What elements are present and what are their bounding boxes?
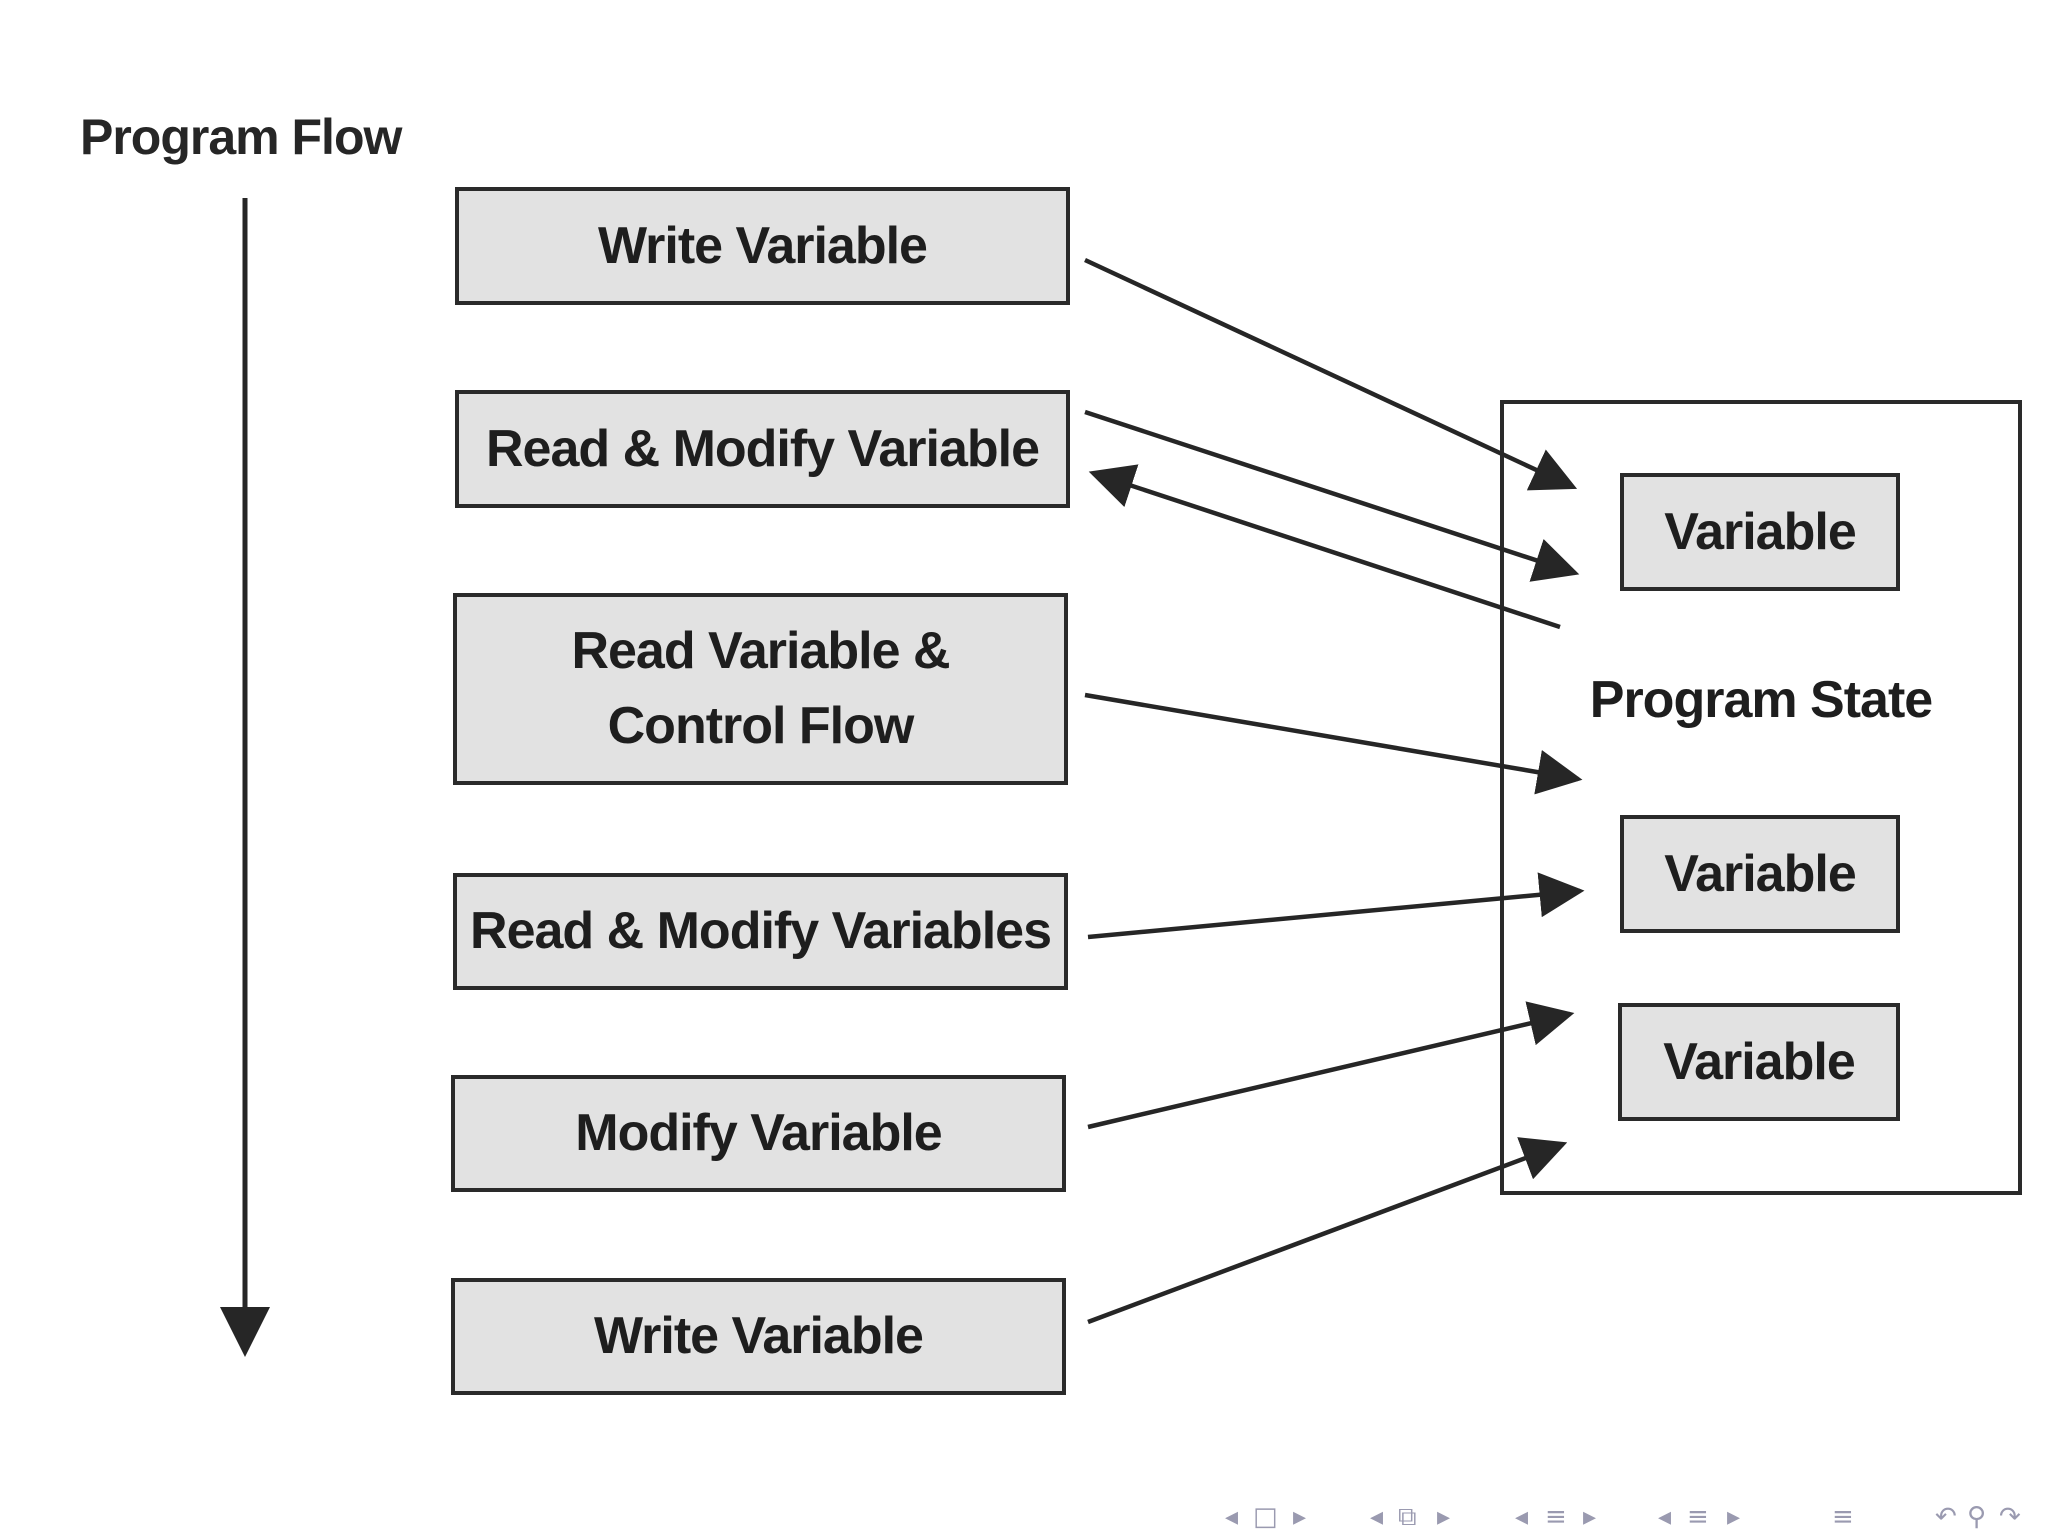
- step-modify-variable: Modify Variable: [451, 1075, 1066, 1192]
- nav-prev-section-icon[interactable]: ◂: [1515, 1502, 1529, 1532]
- step-label: Read & Modify Variables: [470, 902, 1052, 960]
- nav-slide-icon[interactable]: ≡: [1687, 1502, 1709, 1532]
- step-write-variable-1: Write Variable: [455, 187, 1070, 305]
- variable-label: Variable: [1664, 503, 1856, 561]
- nav-undo-icon[interactable]: ↶: [1935, 1502, 1957, 1532]
- arrow-modify-to-variable-2: [1087, 872, 1585, 940]
- step-read-modify-variables: Read & Modify Variables: [453, 873, 1068, 990]
- variable-label: Variable: [1663, 1033, 1855, 1091]
- nav-frame-icon[interactable]: □: [1253, 1502, 1278, 1532]
- state-variable-3: Variable: [1618, 1003, 1900, 1121]
- nav-next-subsection-icon[interactable]: ▸: [1437, 1502, 1451, 1532]
- arrow-write-to-state: [1087, 1137, 1568, 1325]
- nav-search-icon[interactable]: ⚲: [1967, 1502, 1987, 1532]
- nav-redo-icon[interactable]: ↷: [1999, 1502, 2021, 1532]
- nav-prev-frame-icon[interactable]: ◂: [1225, 1502, 1239, 1532]
- program-flow-title: Program Flow: [80, 109, 402, 165]
- program-state-title: Program State: [1589, 671, 1933, 729]
- step-label: Read Variable & Control Flow: [571, 622, 950, 755]
- step-write-variable-2: Write Variable: [451, 1278, 1066, 1395]
- step-read-modify-variable: Read & Modify Variable: [455, 390, 1070, 508]
- step-read-variable-control-flow: Read Variable & Control Flow: [453, 593, 1068, 785]
- step-label: Write Variable: [598, 216, 928, 275]
- nav-next-frame-icon[interactable]: ▸: [1293, 1502, 1307, 1532]
- state-variable-2: Variable: [1620, 815, 1900, 933]
- step-label: Modify Variable: [575, 1104, 942, 1162]
- slide-navigation-bar: ◂ □ ▸ ◂ ⧉ ▸ ◂ ≡ ▸ ◂ ≡ ▸ ≡ ↶ ⚲ ↷: [1215, 1502, 2035, 1532]
- nav-toc-icon[interactable]: ≡: [1832, 1502, 1854, 1532]
- step-label: Read & Modify Variable: [485, 419, 1040, 478]
- nav-next-slide-icon[interactable]: ▸: [1727, 1502, 1741, 1532]
- nav-prev-slide-icon[interactable]: ◂: [1658, 1502, 1672, 1532]
- nav-next-section-icon[interactable]: ▸: [1583, 1502, 1597, 1532]
- step-label: Write Variable: [594, 1307, 924, 1365]
- variable-label: Variable: [1664, 845, 1856, 903]
- arrow-read-to-state: [1084, 692, 1583, 795]
- arrow-modify-to-variable-1: [1084, 409, 1580, 582]
- state-variable-1: Variable: [1620, 473, 1900, 591]
- arrow-variable-1-read-back: [1088, 464, 1561, 630]
- nav-prev-subsection-icon[interactable]: ◂: [1370, 1502, 1384, 1532]
- nav-section-icon[interactable]: ≡: [1545, 1502, 1567, 1532]
- nav-subsection-icon[interactable]: ⧉: [1398, 1502, 1417, 1532]
- arrow-write-to-variable-1: [1084, 257, 1578, 491]
- arrow-modify-to-variable-3: [1087, 1001, 1575, 1130]
